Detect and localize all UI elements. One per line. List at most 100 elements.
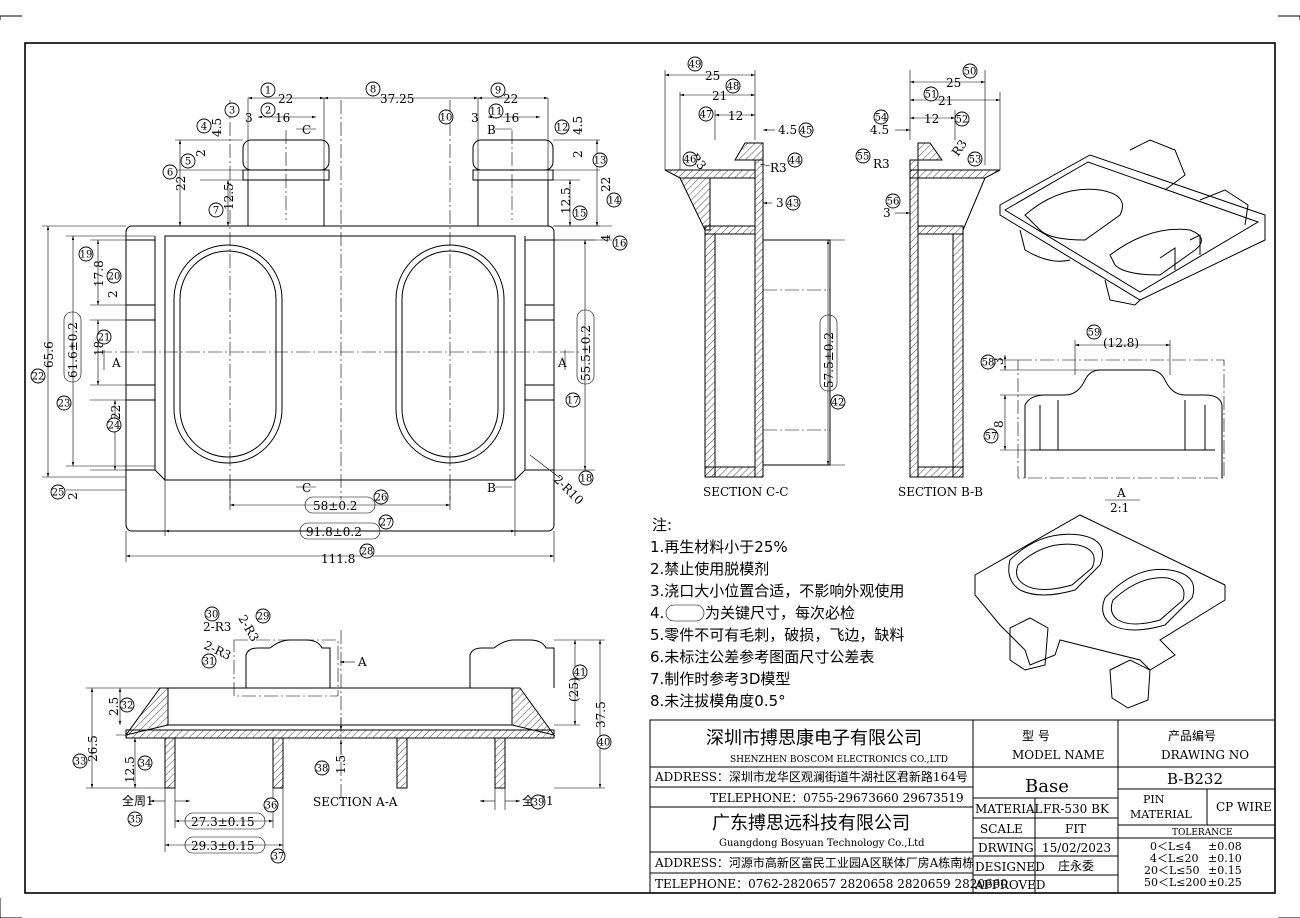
balloon-number: 58	[982, 358, 995, 369]
balloon-number: 7	[213, 206, 219, 217]
balloon-number: 23	[58, 399, 71, 410]
bb-r3-a: R3	[873, 157, 890, 171]
dim-3b: 3	[471, 111, 479, 125]
balloon-4: 4	[196, 118, 212, 134]
company1-telephone: TELEPHONE：0755-29673660 29673519	[710, 791, 964, 805]
balloon-26: 26	[373, 489, 389, 505]
tolerance-label: TOLERANCE	[1172, 828, 1233, 838]
tol-value-2: ±0.10	[1208, 852, 1242, 865]
balloon-number: 49	[689, 60, 702, 71]
note-4-prefix: 4.	[650, 604, 664, 622]
balloon-number: 29	[257, 612, 270, 623]
scale-value: FIT	[1065, 822, 1086, 836]
balloon-43: 43	[785, 195, 801, 211]
dim-58: 58±0.2	[313, 499, 357, 513]
isometric-view-top	[999, 139, 1266, 306]
balloon-number: 1	[265, 86, 271, 97]
bb-dim-21: 21	[938, 94, 953, 108]
key-dim-symbol	[665, 604, 705, 622]
balloon-49: 49	[687, 56, 703, 72]
balloon-24: 24	[106, 417, 122, 433]
balloon-number: 13	[594, 156, 607, 167]
dim-37-5: 37.5	[594, 701, 608, 728]
dim-2a: 2	[194, 149, 208, 157]
balloon-number: 11	[490, 107, 503, 118]
pin-material-label: MATERIAL	[1130, 808, 1193, 821]
section-aa-arrow: A	[357, 655, 367, 669]
dim-111-8: 111.8	[321, 552, 355, 566]
balloon-number: 19	[80, 250, 93, 261]
pin-label: PIN	[1143, 793, 1165, 806]
dim-65-6: 65.6	[42, 341, 56, 368]
balloon-number: 43	[787, 199, 800, 210]
balloon-34: 34	[137, 755, 153, 771]
note-1: 1.再生材料小于25%	[650, 538, 788, 556]
detail-dim-8: 8	[992, 420, 1006, 428]
tol-range-4: 50＜L≤200	[1144, 876, 1207, 889]
dim-37-25: 37.25	[380, 92, 414, 106]
company2-en: Guangdong Bosyuan Technology Co.,Ltd	[719, 838, 925, 849]
cc-dim-12: 12	[728, 109, 743, 123]
cc-dim-21: 21	[712, 89, 727, 103]
dim-25-paren: (25)	[567, 677, 581, 702]
balloon-number: 5	[185, 157, 191, 168]
balloon-number: 39	[532, 798, 545, 809]
balloon-18: 18	[578, 470, 594, 486]
notes-heading: 注:	[652, 516, 672, 534]
dim-4-5a: 4.5	[210, 118, 224, 137]
balloon-number: 15	[574, 209, 587, 220]
balloon-3: 3	[224, 102, 240, 118]
dim-4-5b: 4.5	[571, 116, 585, 135]
dim-16b: 16	[504, 111, 519, 125]
note-3: 3.浇口大小位置合适，不影响外观使用	[650, 582, 904, 600]
balloon-number: 17	[567, 396, 580, 407]
detail-letter: A	[1116, 486, 1126, 500]
dim-1-5: 1.5	[334, 755, 348, 774]
detail-dim-12-8: (12.8)	[1103, 336, 1139, 350]
balloon-5: 5	[180, 153, 196, 169]
balloon-number: 42	[832, 398, 845, 409]
company2-address: ADDRESS：河源市高新区富民工业园A区联体厂房A栋南栋	[654, 855, 974, 870]
dim-22e: 22	[109, 405, 123, 420]
balloon-number: 14	[608, 196, 621, 207]
balloon-56: 56	[885, 193, 901, 209]
cut-b-top: B	[487, 123, 496, 137]
dim-2c: 2	[106, 290, 120, 298]
balloon-20: 20	[106, 268, 122, 284]
section-aa-view: A 2-R3 2-R3 2-R3 26.5 2.5 12.5 37.5 (25)…	[86, 613, 608, 854]
balloon-number: 53	[969, 155, 982, 166]
balloon-51: 51	[923, 86, 939, 102]
section-aa-label: SECTION A-A	[313, 795, 398, 809]
balloon-number: 21	[98, 333, 111, 344]
cut-a-left: A	[111, 356, 121, 370]
balloon-9: 9	[490, 82, 506, 98]
dim-2b: 2	[571, 150, 585, 158]
tol-range-3: 20＜L≤50	[1144, 864, 1200, 877]
tol-range-2: 4＜L≤20	[1150, 852, 1199, 865]
balloon-number: 52	[956, 115, 969, 126]
balloon-15: 15	[572, 205, 588, 221]
balloon-number: 26	[375, 493, 388, 504]
cc-dim-57-5: 57.5±0.2	[822, 332, 836, 388]
model-label-en: MODEL NAME	[1012, 748, 1105, 762]
material-value: FR-530 BK	[1043, 802, 1110, 816]
tol-value-1: ±0.08	[1208, 840, 1242, 853]
company2-name: 广东搏思远科技有限公司	[712, 813, 910, 834]
balloon-number: 47	[700, 110, 713, 121]
balloon-38: 38	[314, 760, 330, 776]
pin-material-value: CP WIRE	[1216, 800, 1272, 814]
dim-12-5a: 12.5	[222, 183, 236, 210]
dim-22b: 22	[174, 176, 188, 191]
balloon-10: 10	[438, 109, 454, 125]
balloon-8: 8	[365, 81, 381, 97]
balloon-29: 29	[255, 608, 271, 624]
balloon-33: 33	[72, 753, 88, 769]
balloon-13: 13	[592, 152, 608, 168]
balloon-14: 14	[606, 192, 622, 208]
model-label-cn: 型 号	[1022, 729, 1050, 743]
bb-dim-3: 3	[883, 206, 891, 220]
bb-dim-25: 25	[946, 76, 961, 90]
balloon-25: 25	[50, 484, 66, 500]
balloon-number: 50	[964, 67, 977, 78]
bb-dim-12: 12	[924, 112, 939, 126]
